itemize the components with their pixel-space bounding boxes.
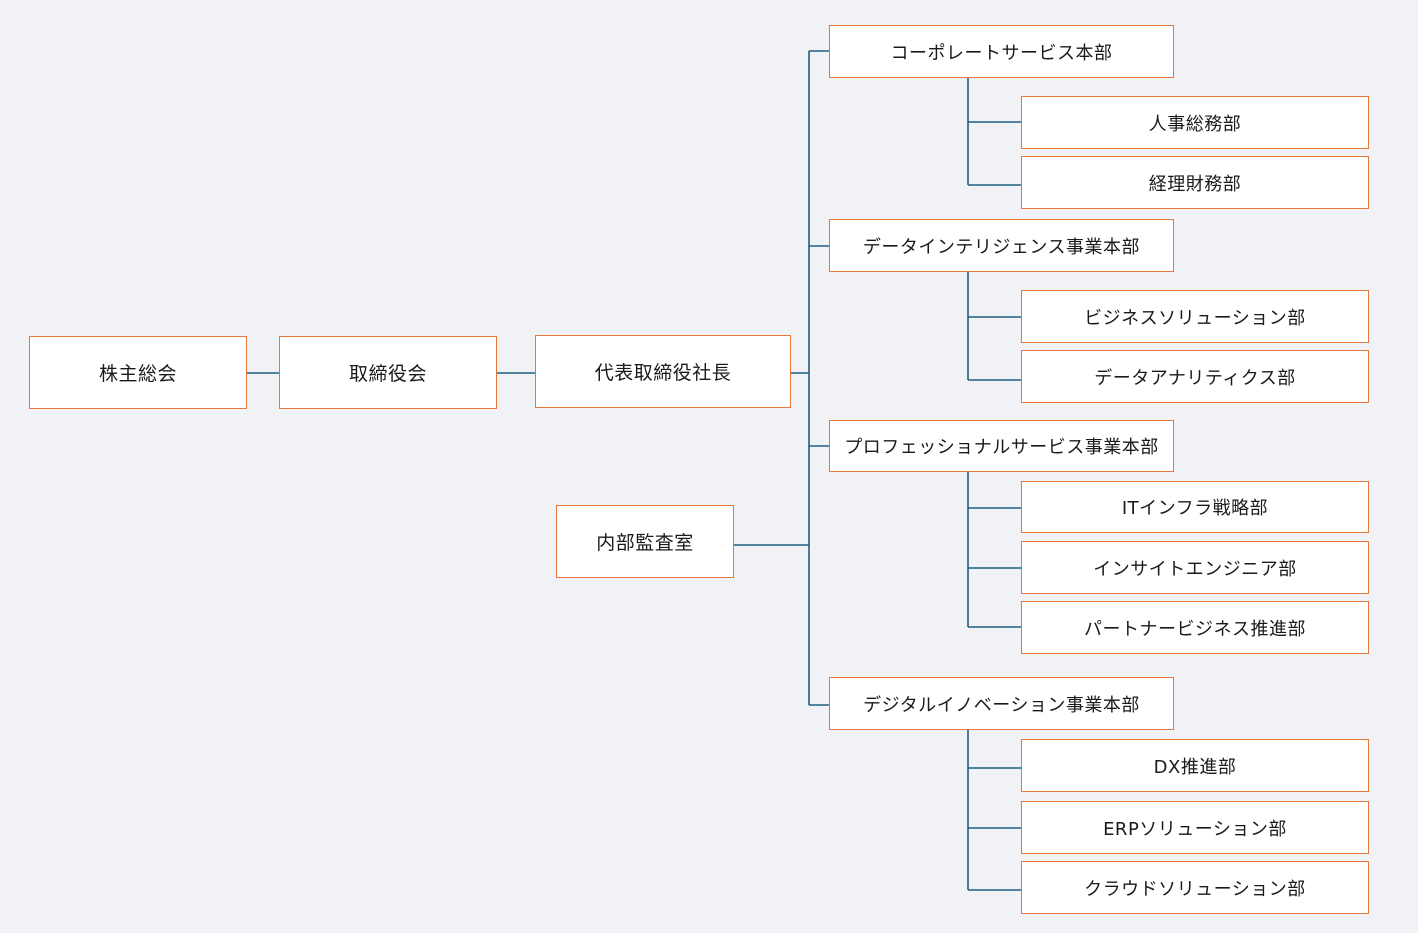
department-box: クラウドソリューション部 — [1021, 861, 1369, 914]
board-box: 取締役会 — [279, 336, 497, 409]
department-box: ビジネスソリューション部 — [1021, 290, 1369, 343]
division-box: コーポレートサービス本部 — [829, 25, 1174, 78]
shareholders-box: 株主総会 — [29, 336, 247, 409]
division-box: デジタルイノベーション事業本部 — [829, 677, 1174, 730]
department-box: 人事総務部 — [1021, 96, 1369, 149]
department-box: データアナリティクス部 — [1021, 350, 1369, 403]
department-box: DX推進部 — [1021, 739, 1369, 792]
department-box: ITインフラ戦略部 — [1021, 481, 1369, 533]
division-box: プロフェッショナルサービス事業本部 — [829, 420, 1174, 472]
department-box: 経理財務部 — [1021, 156, 1369, 209]
department-box: パートナービジネス推進部 — [1021, 601, 1369, 654]
audit-office-box: 内部監査室 — [556, 505, 734, 578]
president-box: 代表取締役社長 — [535, 335, 791, 408]
department-box: ERPソリューション部 — [1021, 801, 1369, 854]
division-box: データインテリジェンス事業本部 — [829, 219, 1174, 272]
department-box: インサイトエンジニア部 — [1021, 541, 1369, 594]
